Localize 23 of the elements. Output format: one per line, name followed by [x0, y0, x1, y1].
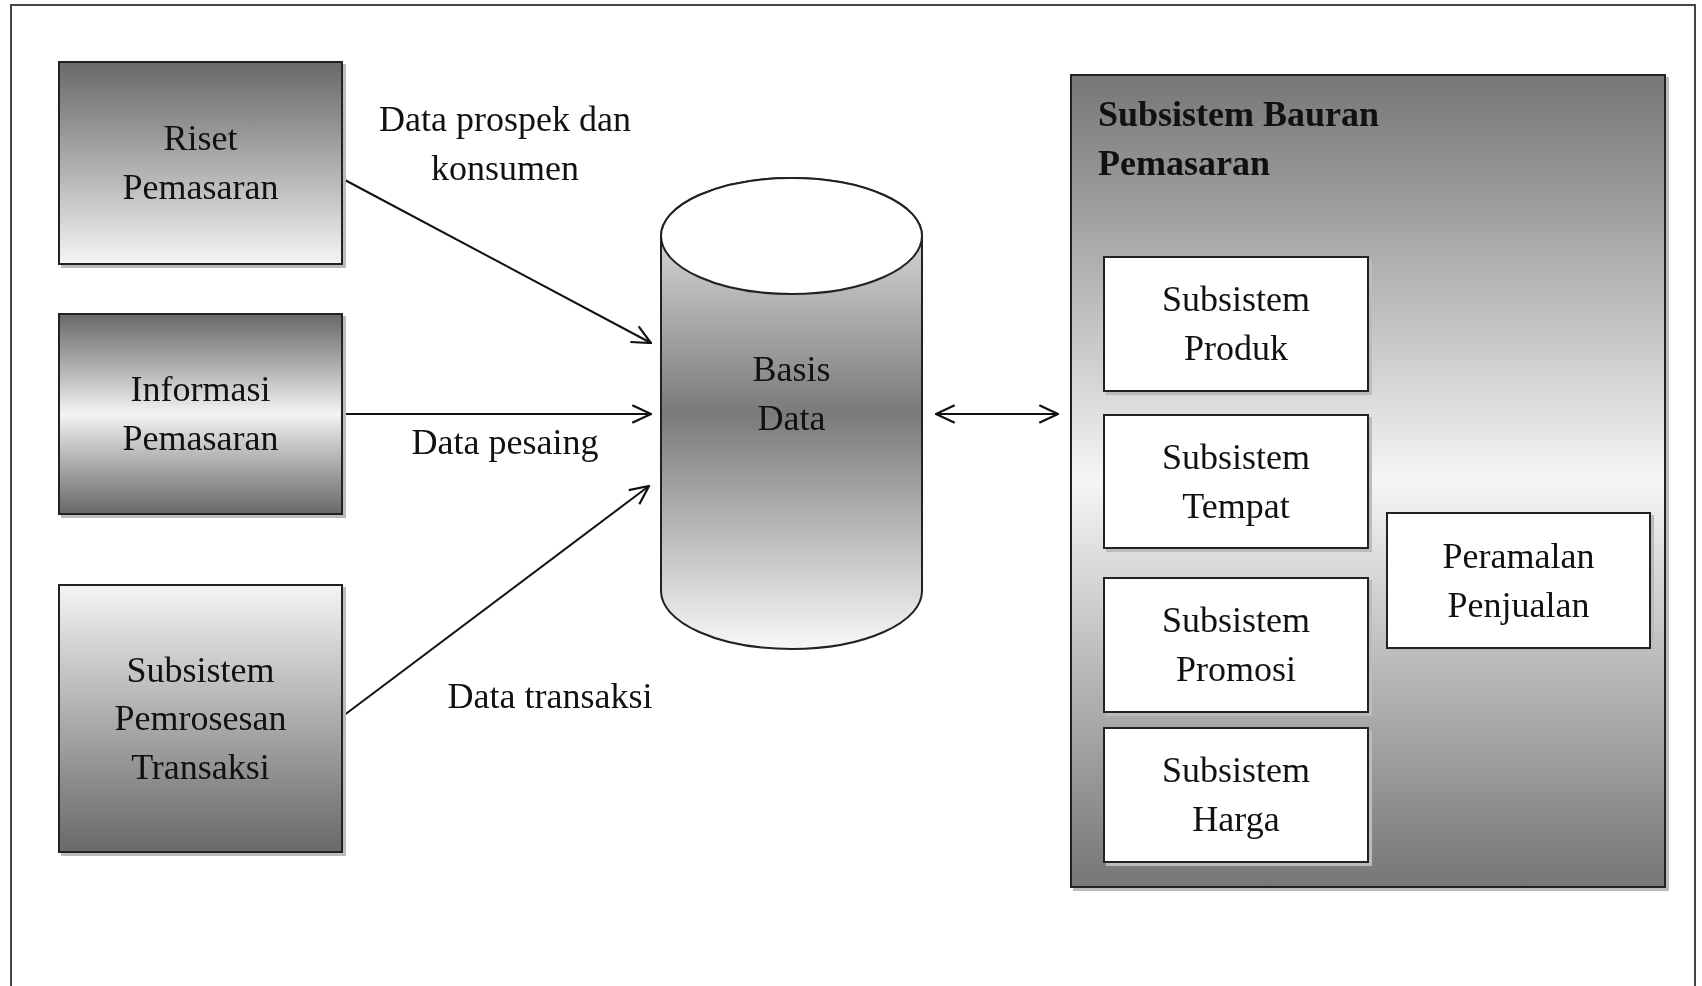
- node-label: Subsistem Pemrosesan Transaksi: [113, 648, 288, 789]
- arrow: [934, 404, 1060, 424]
- group-panel: [1070, 74, 1666, 888]
- forecast-box: [1386, 512, 1651, 649]
- node-label: Riset Pemasaran: [121, 117, 280, 209]
- subsystem-box: [1103, 727, 1369, 863]
- subsystem-box: [1103, 414, 1369, 549]
- panel-heading: Subsistem Bauran Pemasaran: [1098, 93, 1381, 185]
- node-label: Basis Data: [751, 347, 832, 440]
- node-label: Subsistem Produk: [1161, 278, 1311, 370]
- node-label: Peramalan Penjualan: [1441, 534, 1596, 627]
- node-label: Subsistem Harga: [1161, 749, 1311, 841]
- edge-label: Data pesaing: [410, 421, 600, 464]
- process-box: [58, 313, 343, 515]
- process-box: [58, 584, 343, 853]
- node-label: Subsistem Promosi: [1161, 599, 1311, 691]
- node-label: Subsistem Tempat: [1161, 435, 1311, 528]
- subsystem-box: [1103, 577, 1369, 713]
- edge-label: Data prospek dan konsumen: [378, 98, 632, 190]
- edge-label: Data transaksi: [446, 675, 654, 718]
- node-label: Informasi Pemasaran: [121, 368, 280, 460]
- subsystem-box: [1103, 256, 1369, 392]
- process-box: [58, 61, 343, 265]
